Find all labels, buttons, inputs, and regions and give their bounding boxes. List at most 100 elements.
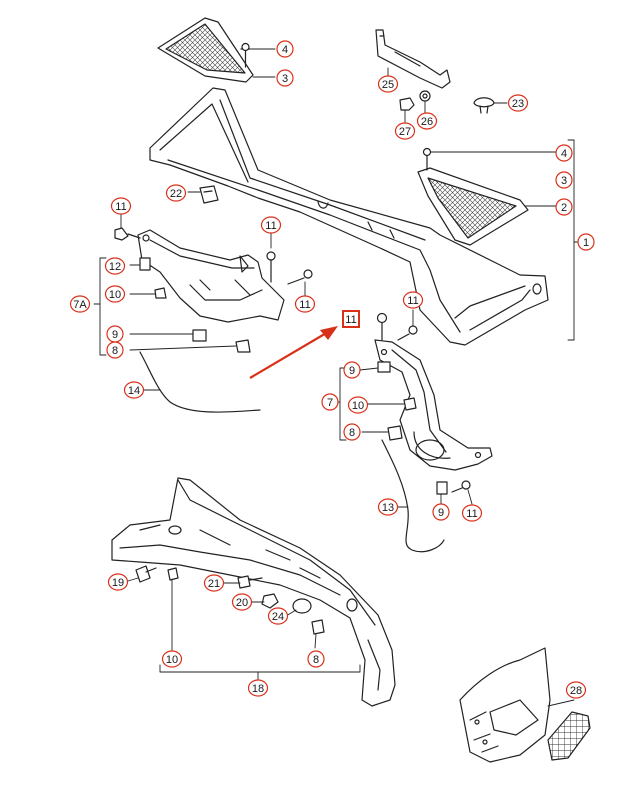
callout: 9 — [343, 361, 361, 379]
callout-number: 20 — [236, 597, 248, 609]
screw-part — [240, 42, 251, 68]
callout: 10 — [347, 396, 369, 414]
callout: 9 — [106, 325, 124, 343]
callout-number: 8 — [349, 427, 355, 439]
callout-circle — [432, 503, 450, 521]
callout-circle — [461, 504, 483, 522]
callout-circle — [123, 381, 145, 399]
callout-number: 9 — [112, 329, 118, 341]
callout: 10 — [104, 285, 126, 303]
washer-part — [419, 90, 431, 102]
callout-circle — [321, 393, 339, 411]
callout-number: 4 — [561, 148, 567, 160]
callout-number: 7A — [73, 299, 87, 311]
callout: 21 — [203, 574, 225, 592]
callout-circle — [267, 607, 289, 625]
callout-number: 11 — [407, 295, 418, 307]
callout-number: 9 — [349, 365, 355, 377]
hose-part — [381, 439, 445, 553]
callout-circle — [247, 679, 269, 697]
callout-number: 18 — [252, 683, 264, 695]
callout-number: 7 — [327, 397, 333, 409]
hose-part — [139, 351, 261, 413]
screw-part — [287, 269, 313, 285]
callout-number: 12 — [109, 261, 121, 273]
callout-circle — [555, 198, 573, 216]
callout-number: 24 — [272, 611, 284, 623]
callout: 19 — [107, 573, 129, 591]
callout-number: 27 — [399, 126, 411, 138]
screw-part — [237, 575, 263, 589]
callout-number: 26 — [421, 116, 433, 128]
callout-number: 22 — [170, 188, 182, 200]
callout-circle — [555, 144, 573, 162]
callout: 12 — [104, 257, 126, 275]
callout-number: 9 — [438, 507, 444, 519]
callout: 10 — [161, 650, 183, 668]
callout: 7 — [321, 393, 339, 411]
screw-part — [451, 480, 471, 493]
callout-circle — [104, 285, 126, 303]
cowl-panel-part — [149, 87, 549, 346]
callout-number: 28 — [570, 685, 582, 697]
nut-part — [261, 593, 279, 609]
callout-number: 14 — [128, 385, 140, 397]
callout: 28 — [565, 681, 587, 699]
callout-circle — [203, 574, 225, 592]
callout-circle — [343, 361, 361, 379]
callout: 25 — [377, 75, 399, 93]
plug-part — [292, 598, 312, 614]
grille-left-part — [157, 17, 254, 83]
callout-circle — [276, 40, 294, 58]
clip-part — [192, 329, 207, 342]
callout: 8 — [106, 341, 124, 359]
callout-number: 3 — [282, 73, 288, 85]
bracket-7-part — [374, 339, 493, 471]
callout-circle — [260, 216, 282, 234]
clip-part — [311, 619, 325, 635]
screw-part — [422, 147, 432, 171]
screw-part — [376, 312, 388, 341]
callout: 22 — [165, 184, 187, 202]
callout: 11 — [260, 216, 282, 234]
callout-number: 10 — [109, 289, 121, 301]
callout-circle — [276, 69, 294, 87]
callout-number: 21 — [208, 578, 220, 590]
callout-circle — [161, 650, 183, 668]
callout-number: 8 — [112, 345, 118, 357]
vent-grille-inset — [459, 647, 591, 763]
clip-part — [403, 397, 417, 411]
grille-right-part — [417, 167, 529, 246]
callout-number: 11 — [466, 508, 477, 520]
callout-circle — [69, 295, 91, 313]
callout-box — [342, 310, 360, 328]
screw-part — [135, 565, 157, 583]
callout-number: 1 — [583, 237, 589, 249]
callout-number: 4 — [282, 44, 288, 56]
callout-circle — [377, 498, 399, 516]
clip-part — [154, 287, 167, 299]
callout-circle — [165, 184, 187, 202]
callout-number: 19 — [112, 577, 124, 589]
callout: 8 — [307, 650, 325, 668]
callout-number: 10 — [352, 400, 364, 412]
callout-number: 13 — [382, 502, 394, 514]
callout-circle — [416, 112, 438, 130]
callout-number: 23 — [512, 98, 524, 110]
clip-part — [436, 481, 448, 495]
callout-circle — [377, 75, 399, 93]
callout: 7A — [69, 295, 91, 313]
callout-number: 8 — [313, 654, 319, 666]
callout-number: 10 — [166, 654, 178, 666]
callout: 27 — [394, 122, 416, 140]
nut-part — [399, 97, 415, 111]
callout: 4 — [555, 144, 573, 162]
callout: 2 — [555, 198, 573, 216]
callout-circle — [402, 291, 424, 309]
clip-part — [235, 339, 251, 353]
callout: 4 — [276, 40, 294, 58]
callout: 11 — [461, 504, 483, 522]
bracket-part — [375, 29, 451, 89]
